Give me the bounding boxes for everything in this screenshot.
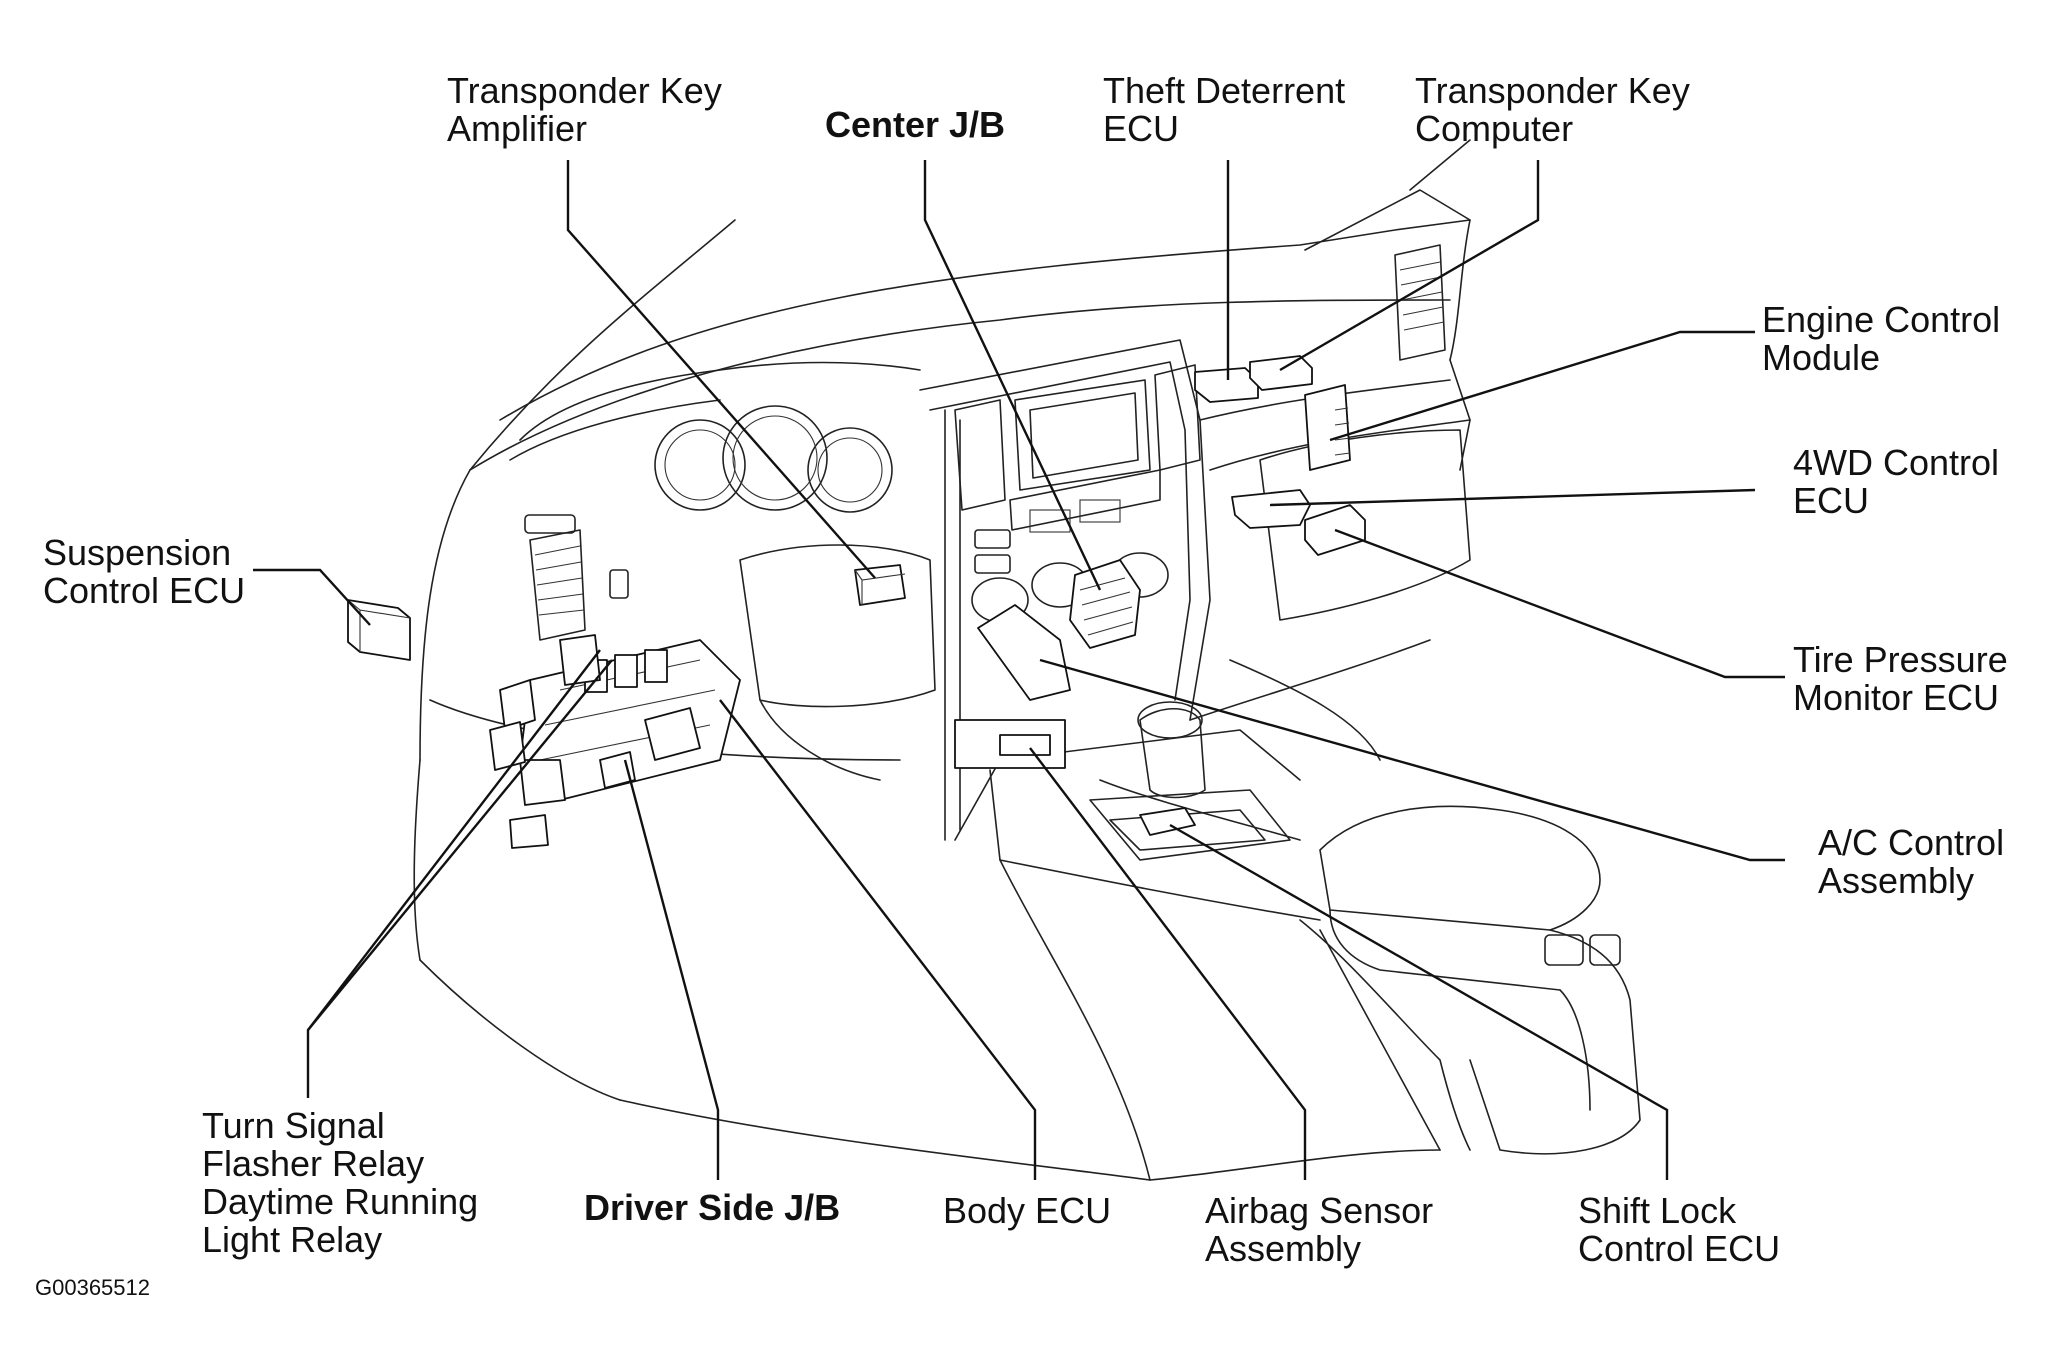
leader-transponder-key-amplifier xyxy=(566,160,876,579)
leader-transponder-key-computer xyxy=(1279,160,1540,372)
dashboard-drawing xyxy=(413,139,1641,1181)
4wd-control-ecu-part xyxy=(1231,489,1311,529)
leader-turn-signal-flasher-relay-2 xyxy=(307,659,613,1031)
figure-code: G00365512 xyxy=(35,1275,150,1300)
leader-body-ecu xyxy=(719,699,1037,1180)
leader-engine-control-module xyxy=(1329,330,1755,442)
label-tire-pressure-monitor-ecu: Tire Pressure Monitor ECU xyxy=(1793,639,2018,718)
label-airbag-sensor-assembly: Airbag Sensor Assembly xyxy=(1205,1190,1443,1269)
leader-tire-pressure-monitor-ecu xyxy=(1334,528,1785,679)
driver-side-jb-part xyxy=(489,634,741,849)
leader-suspension-control-ecu xyxy=(253,568,371,626)
label-4wd-control-ecu: 4WD Control ECU xyxy=(1793,442,2009,521)
center-jb-part xyxy=(1069,559,1141,649)
label-driver-side-jb: Driver Side J/B xyxy=(584,1187,840,1228)
label-ac-control-assembly: A/C Control Assembly xyxy=(1818,822,2014,901)
leader-center-jb xyxy=(923,160,1102,591)
label-suspension-control-ecu: Suspension Control ECU xyxy=(43,532,245,611)
suspension-control-ecu-part xyxy=(347,599,411,661)
component-parts xyxy=(347,355,1366,849)
transponder-key-computer-part xyxy=(1249,355,1313,391)
leader-4wd-control-ecu xyxy=(1269,488,1756,507)
labels: Transponder Key Amplifier Center J/B The… xyxy=(35,70,2018,1300)
label-shift-lock-control-ecu: Shift Lock Control ECU xyxy=(1578,1190,1780,1269)
theft-deterrent-ecu-part xyxy=(1194,367,1259,403)
ac-control-assembly-part xyxy=(977,604,1071,701)
leader-driver-side-jb xyxy=(623,759,720,1180)
engine-control-module-part xyxy=(1304,384,1351,471)
label-body-ecu: Body ECU xyxy=(943,1190,1111,1231)
label-transponder-key-amplifier: Transponder Key Amplifier xyxy=(447,70,732,149)
airbag-sensor-assembly-part xyxy=(999,734,1051,756)
label-turn-signal-flasher-relay: Turn Signal Flasher Relay Daytime Runnin… xyxy=(202,1105,488,1260)
leader-ac-control-assembly xyxy=(1039,658,1785,862)
leader-lines xyxy=(253,160,1785,1180)
label-theft-deterrent-ecu: Theft Deterrent ECU xyxy=(1103,70,1355,149)
leader-airbag-sensor-assembly xyxy=(1029,747,1307,1180)
transponder-key-amplifier-part xyxy=(854,564,906,606)
label-center-jb: Center J/B xyxy=(825,104,1005,145)
shift-lock-control-ecu-part xyxy=(1139,807,1196,836)
label-engine-control-module: Engine Control Module xyxy=(1762,299,2010,378)
label-transponder-key-computer: Transponder Key Computer xyxy=(1415,70,1700,149)
leader-shift-lock-control-ecu xyxy=(1169,823,1669,1180)
